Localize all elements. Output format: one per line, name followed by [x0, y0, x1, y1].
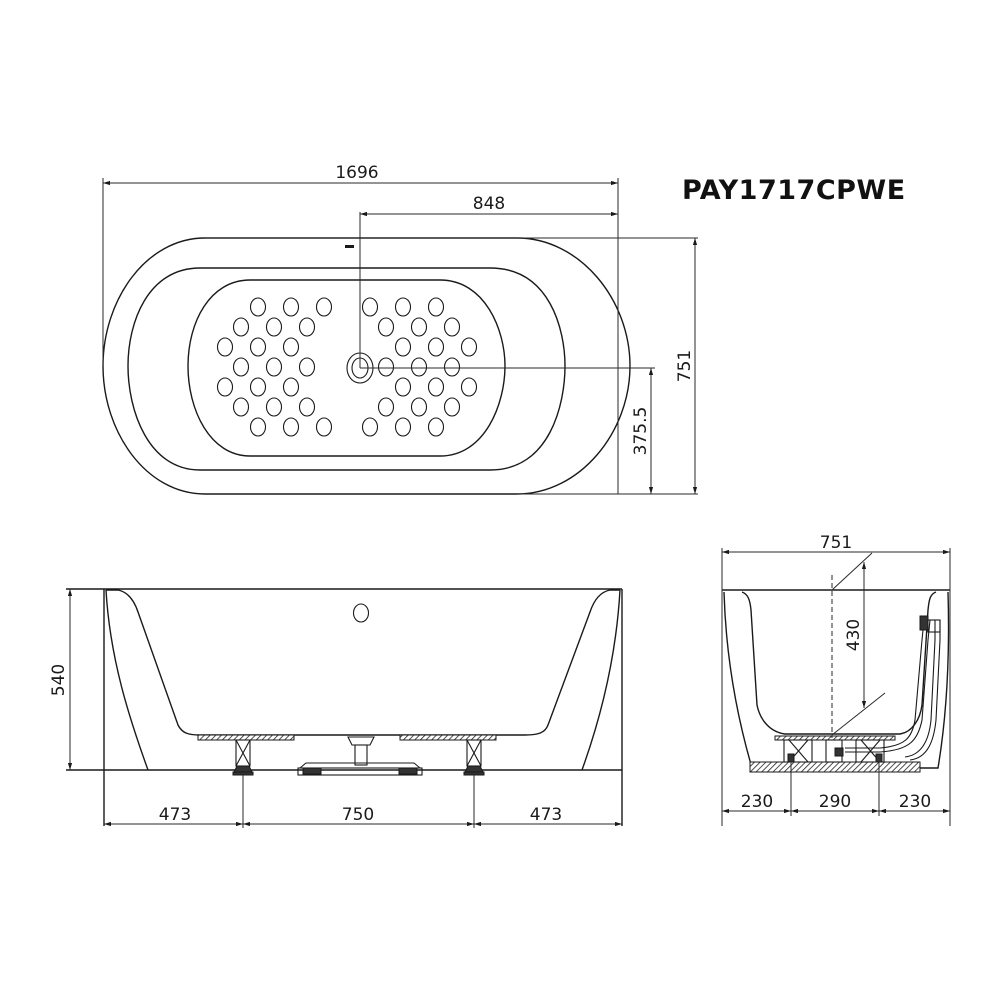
svg-text:750: 750 — [342, 805, 374, 825]
svg-text:473: 473 — [159, 805, 191, 825]
dim-height: 540 — [49, 589, 73, 770]
side-view: 540 473 750 473 — [49, 588, 623, 828]
svg-text:751: 751 — [675, 350, 695, 382]
svg-text:375.5: 375.5 — [631, 407, 651, 456]
left-leg — [232, 739, 254, 776]
dim-overall-width: 751 — [205, 237, 698, 495]
svg-text:540: 540 — [49, 664, 69, 696]
dim-drain-offset-width: 375.5 — [360, 367, 655, 494]
svg-text:848: 848 — [473, 194, 505, 214]
dim-water-depth: 430 — [844, 562, 867, 708]
svg-text:290: 290 — [819, 792, 851, 812]
overflow-hole — [352, 603, 370, 623]
right-leg — [463, 739, 485, 776]
dim-drain-offset-length: 848 — [359, 194, 618, 368]
dim-leg-spacing: 473 750 473 — [104, 775, 622, 828]
hoses — [845, 615, 941, 761]
plan-middle-rim — [127, 267, 566, 471]
end-view: 751 430 230 290 230 — [721, 533, 951, 826]
drain-assembly — [297, 736, 423, 776]
dim-overall-length: 1696 — [102, 163, 619, 494]
svg-text:430: 430 — [844, 619, 864, 651]
svg-text:751: 751 — [820, 533, 852, 553]
svg-text:230: 230 — [741, 792, 773, 812]
plan-view: 1696 848 751 375.5 — [102, 163, 698, 495]
svg-text:1696: 1696 — [335, 163, 378, 183]
svg-text:230: 230 — [899, 792, 931, 812]
dim-end-spacing: 230 290 230 — [722, 762, 950, 816]
svg-text:473: 473 — [530, 805, 562, 825]
model-number: PAY1717CPWE — [682, 175, 906, 206]
dim-end-width: 751 — [722, 533, 950, 555]
anti-slip-dots-right — [361, 297, 478, 437]
end-supports — [783, 739, 885, 763]
overflow-mark — [345, 245, 354, 248]
plan-inner-basin — [187, 279, 506, 457]
anti-slip-dots-left — [216, 297, 333, 437]
